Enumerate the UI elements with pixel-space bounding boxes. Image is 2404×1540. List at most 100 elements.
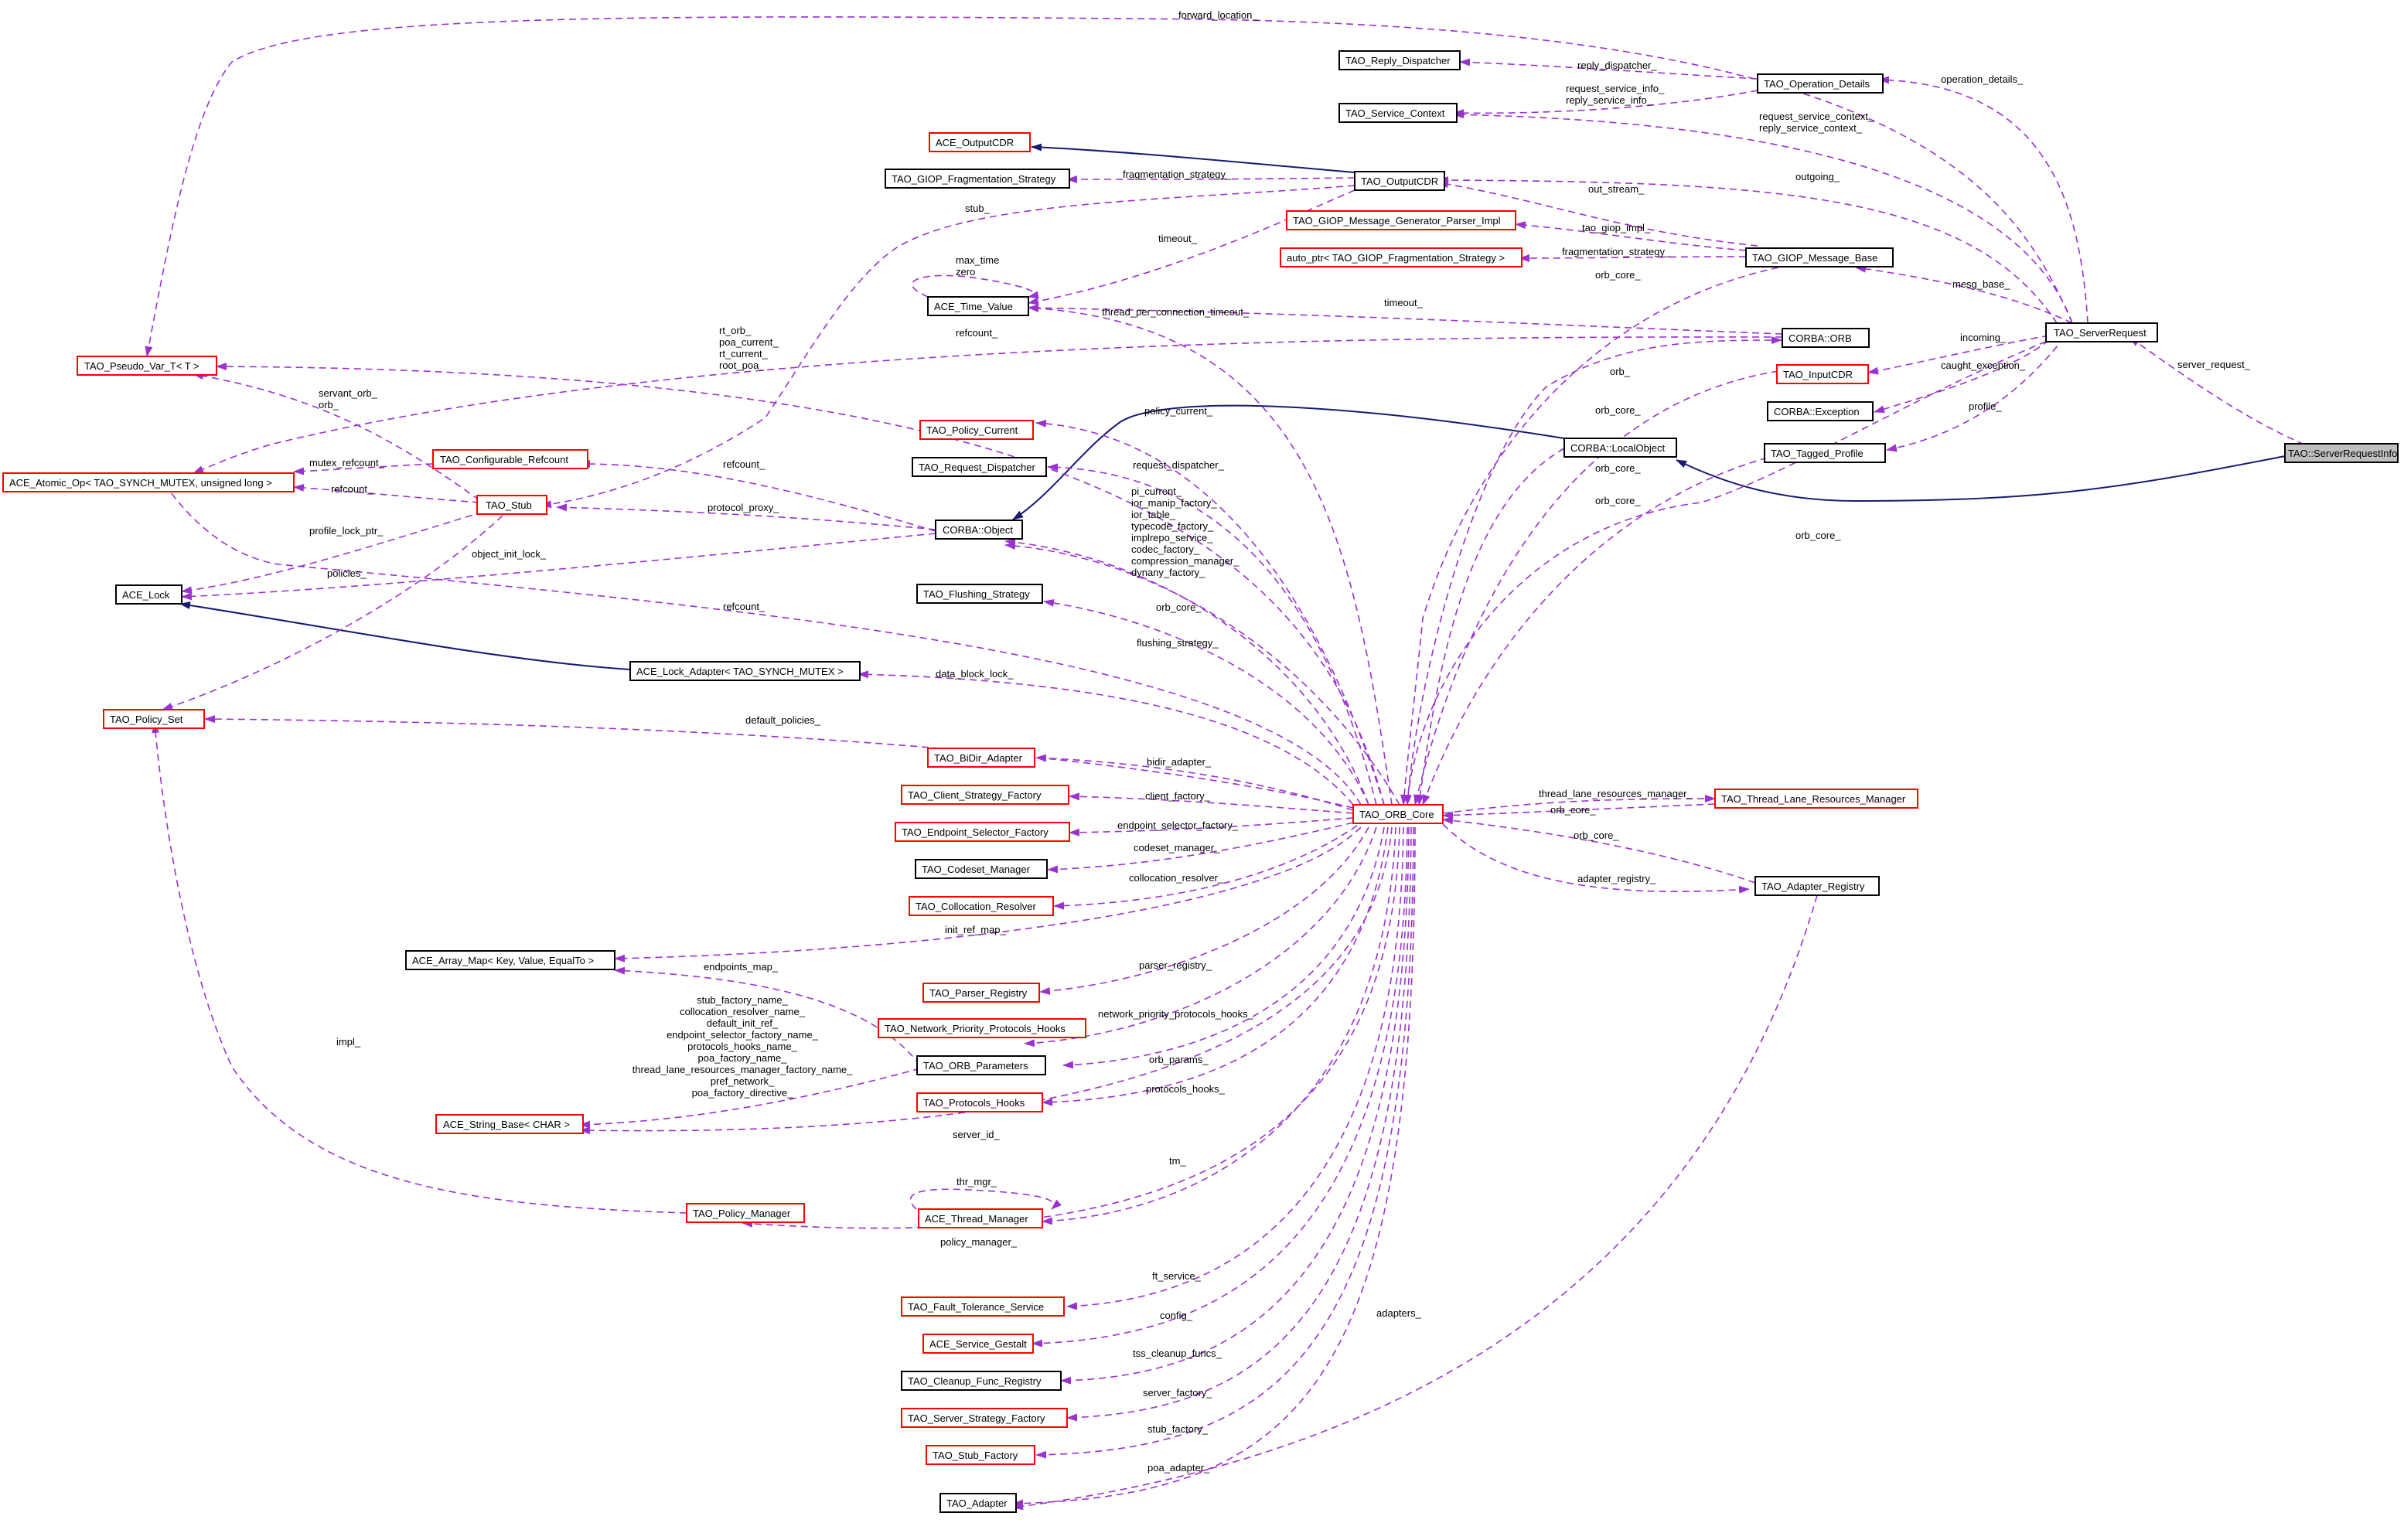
edge-out-stream	[1437, 180, 1758, 247]
edge-label-policies: policies_	[327, 567, 367, 579]
edge-server-factory	[1066, 826, 1412, 1422]
node-tao-giop-message-generator-parser-impl[interactable]: TAO_GIOP_Message_Generator_Parser_Impl	[1286, 210, 1516, 230]
node-tao-giop-message-base[interactable]: TAO_GIOP_Message_Base	[1745, 247, 1894, 267]
svg-text:TAO_Codeset_Manager: TAO_Codeset_Manager	[922, 864, 1031, 875]
svg-text:TAO_Adapter_Registry: TAO_Adapter_Registry	[1761, 881, 1865, 892]
edge-operation-details	[1878, 76, 2089, 324]
edge-label-endpoints-map: endpoints_map_	[704, 961, 779, 973]
node-tao-client-strategy-factory[interactable]: TAO_Client_Strategy_Factory	[901, 785, 1069, 805]
node-tao-policy-set[interactable]: TAO_Policy_Set	[103, 709, 205, 729]
node-tao-serverrequestinfo[interactable]: TAO::ServerRequestInfo	[2284, 443, 2399, 463]
node-tao-adapter-registry[interactable]: TAO_Adapter_Registry	[1754, 876, 1880, 896]
edge-label-orb-core-request: orb_core_	[1795, 530, 1841, 541]
node-tao-serverrequest[interactable]: TAO_ServerRequest	[2045, 322, 2158, 342]
node-tao-bidir-adapter[interactable]: TAO_BiDir_Adapter	[927, 748, 1035, 768]
node-ace-outputcdr[interactable]: ACE_OutputCDR	[929, 132, 1031, 152]
edge-label-server-factory: server_factory_	[1143, 1387, 1212, 1399]
node-ace-string-base[interactable]: ACE_String_Base< CHAR >	[435, 1114, 584, 1134]
edge-incoming	[1867, 335, 2050, 375]
svg-text:TAO_Policy_Manager: TAO_Policy_Manager	[693, 1208, 791, 1219]
node-tao-fault-tolerance-service[interactable]: TAO_Fault_Tolerance_Service	[901, 1296, 1065, 1317]
node-corba-localobject[interactable]: CORBA::LocalObject	[1563, 438, 1677, 458]
node-tao-parser-registry[interactable]: TAO_Parser_Registry	[922, 983, 1040, 1003]
node-tao-reply-dispatcher[interactable]: TAO_Reply_Dispatcher	[1338, 50, 1461, 70]
node-ace-lock[interactable]: ACE_Lock	[115, 584, 182, 605]
node-tao-thread-lane-resources-manager[interactable]: TAO_Thread_Lane_Resources_Manager	[1714, 789, 1918, 809]
node-ace-thread-manager[interactable]: ACE_Thread_Manager	[918, 1208, 1043, 1228]
node-tao-network-priority-protocols-hooks[interactable]: TAO_Network_Priority_Protocols_Hooks	[878, 1018, 1086, 1038]
edge-label-line: codec_factory_	[1131, 543, 1200, 555]
node-corba-object[interactable]: CORBA::Object	[935, 520, 1023, 540]
node-tao-request-dispatcher[interactable]: TAO_Request_Dispatcher	[912, 457, 1047, 477]
edge-label-line: servant_orb_	[319, 387, 378, 399]
svg-text:CORBA::ORB: CORBA::ORB	[1789, 332, 1852, 344]
node-tao-server-strategy-factory[interactable]: TAO_Server_Strategy_Factory	[901, 1408, 1068, 1428]
edge-client-factory	[1069, 792, 1354, 814]
edge-stub-factory	[1035, 826, 1414, 1459]
edge-label-thread-per-connection-timeout: thread_per_connection_timeout_	[1102, 306, 1250, 318]
edge-policies	[162, 515, 503, 710]
edge-label-stub: stub_	[965, 203, 991, 214]
edge-parser-registry	[1039, 826, 1369, 995]
node-tao-inputcdr[interactable]: TAO_InputCDR	[1776, 364, 1869, 384]
edge-lock-adapter-inherits-ace-lock	[179, 601, 631, 670]
node-ace-array-map[interactable]: ACE_Array_Map< Key, Value, EqualTo >	[405, 950, 615, 970]
edge-refcount-orb	[193, 336, 1783, 474]
node-tao-operation-details[interactable]: TAO_Operation_Details	[1757, 73, 1884, 94]
node-tao-policy-manager[interactable]: TAO_Policy_Manager	[686, 1203, 805, 1223]
edge-label-adapter-registry: adapter_registry_	[1577, 873, 1656, 884]
svg-text:ACE_OutputCDR: ACE_OutputCDR	[936, 137, 1014, 148]
edge-thread-per-connection-timeout	[1028, 304, 1393, 806]
node-tao-cleanup-func-registry[interactable]: TAO_Cleanup_Func_Registry	[901, 1371, 1062, 1391]
edge-orb-core-inputcdr	[1413, 370, 1779, 806]
edge-forward-location	[145, 16, 2073, 357]
node-ace-time-value[interactable]: ACE_Time_Value	[927, 296, 1029, 316]
node-tao-stub-factory[interactable]: TAO_Stub_Factory	[926, 1445, 1035, 1465]
node-ace-service-gestalt[interactable]: ACE_Service_Gestalt	[922, 1334, 1034, 1354]
node-tao-orb-parameters[interactable]: TAO_ORB_Parameters	[916, 1055, 1046, 1075]
node-tao-outputcdr[interactable]: TAO_OutputCDR	[1354, 171, 1445, 191]
node-auto-ptr-fragmentation-strategy[interactable]: auto_ptr< TAO_GIOP_Fragmentation_Strateg…	[1280, 247, 1523, 267]
node-tao-endpoint-selector-factory[interactable]: TAO_Endpoint_Selector_Factory	[895, 822, 1070, 842]
node-tao-collocation-resolver[interactable]: TAO_Collocation_Resolver	[909, 896, 1054, 916]
node-tao-stub[interactable]: TAO_Stub	[476, 495, 547, 515]
svg-text:ACE_Lock_Adapter< TAO_SYNCH_MU: ACE_Lock_Adapter< TAO_SYNCH_MUTEX >	[636, 666, 844, 677]
node-ace-lock-adapter[interactable]: ACE_Lock_Adapter< TAO_SYNCH_MUTEX >	[629, 661, 861, 681]
node-tao-pseudo-var[interactable]: TAO_Pseudo_Var_T< T >	[77, 356, 217, 376]
edge-orb-core-lane	[1442, 803, 1716, 819]
edge-label-data-block-lock: data_block_lock_	[936, 668, 1014, 680]
svg-text:TAO_ORB_Core: TAO_ORB_Core	[1359, 809, 1434, 820]
edge-label-reply-dispatcher: reply_dispatcher_	[1577, 60, 1657, 71]
edge-pseudo-var-users	[216, 363, 1385, 806]
node-tao-orb-core[interactable]: TAO_ORB_Core	[1352, 804, 1444, 824]
node-tao-codeset-manager[interactable]: TAO_Codeset_Manager	[915, 859, 1048, 879]
svg-text:TAO_Cleanup_Func_Registry: TAO_Cleanup_Func_Registry	[908, 1375, 1042, 1387]
node-tao-flushing-strategy[interactable]: TAO_Flushing_Strategy	[916, 584, 1043, 604]
edge-label-line: reply_service_info_	[1566, 94, 1653, 106]
node-ace-atomic-op[interactable]: ACE_Atomic_Op< TAO_SYNCH_MUTEX, unsigned…	[2, 472, 295, 492]
edge-data-block-lock	[858, 670, 1354, 806]
node-tao-service-context[interactable]: TAO_Service_Context	[1338, 103, 1458, 123]
edge-label-orb-core-tagged: orb_core_	[1595, 495, 1641, 506]
edge-label-codeset-manager: codeset_manager_	[1134, 842, 1220, 853]
edge-codeset-manager	[1047, 822, 1354, 874]
edge-orb-core-request	[1403, 336, 2058, 806]
edge-label-orb: orb_	[1610, 366, 1631, 377]
node-tao-configurable-refcount[interactable]: TAO_Configurable_Refcount	[432, 449, 588, 469]
edge-timeout-outputcdr	[1028, 189, 1355, 305]
edge-fragmentation-strategy-outputcdr	[1066, 175, 1355, 183]
edge-time-value-self	[911, 274, 1039, 299]
node-tao-tagged-profile[interactable]: TAO_Tagged_Profile	[1764, 443, 1886, 463]
node-corba-orb[interactable]: CORBA::ORB	[1782, 328, 1870, 348]
edge-label-line: poa_current_	[719, 336, 779, 348]
node-tao-adapter[interactable]: TAO_Adapter	[939, 1493, 1017, 1513]
svg-text:TAO_Pseudo_Var_T< T >: TAO_Pseudo_Var_T< T >	[84, 360, 199, 372]
node-tao-policy-current[interactable]: TAO_Policy_Current	[919, 420, 1034, 440]
node-tao-protocols-hooks[interactable]: TAO_Protocols_Hooks	[916, 1092, 1043, 1112]
node-tao-giop-fragmentation-strategy[interactable]: TAO_GIOP_Fragmentation_Strategy	[885, 169, 1070, 189]
edge-label-mutex-refcount: mutex_refcount_	[309, 457, 385, 468]
edge-refcount-object	[579, 460, 936, 532]
edge-fragmentation-strategy-giop	[1519, 254, 1747, 262]
node-corba-exception[interactable]: CORBA::Exception	[1767, 401, 1874, 421]
